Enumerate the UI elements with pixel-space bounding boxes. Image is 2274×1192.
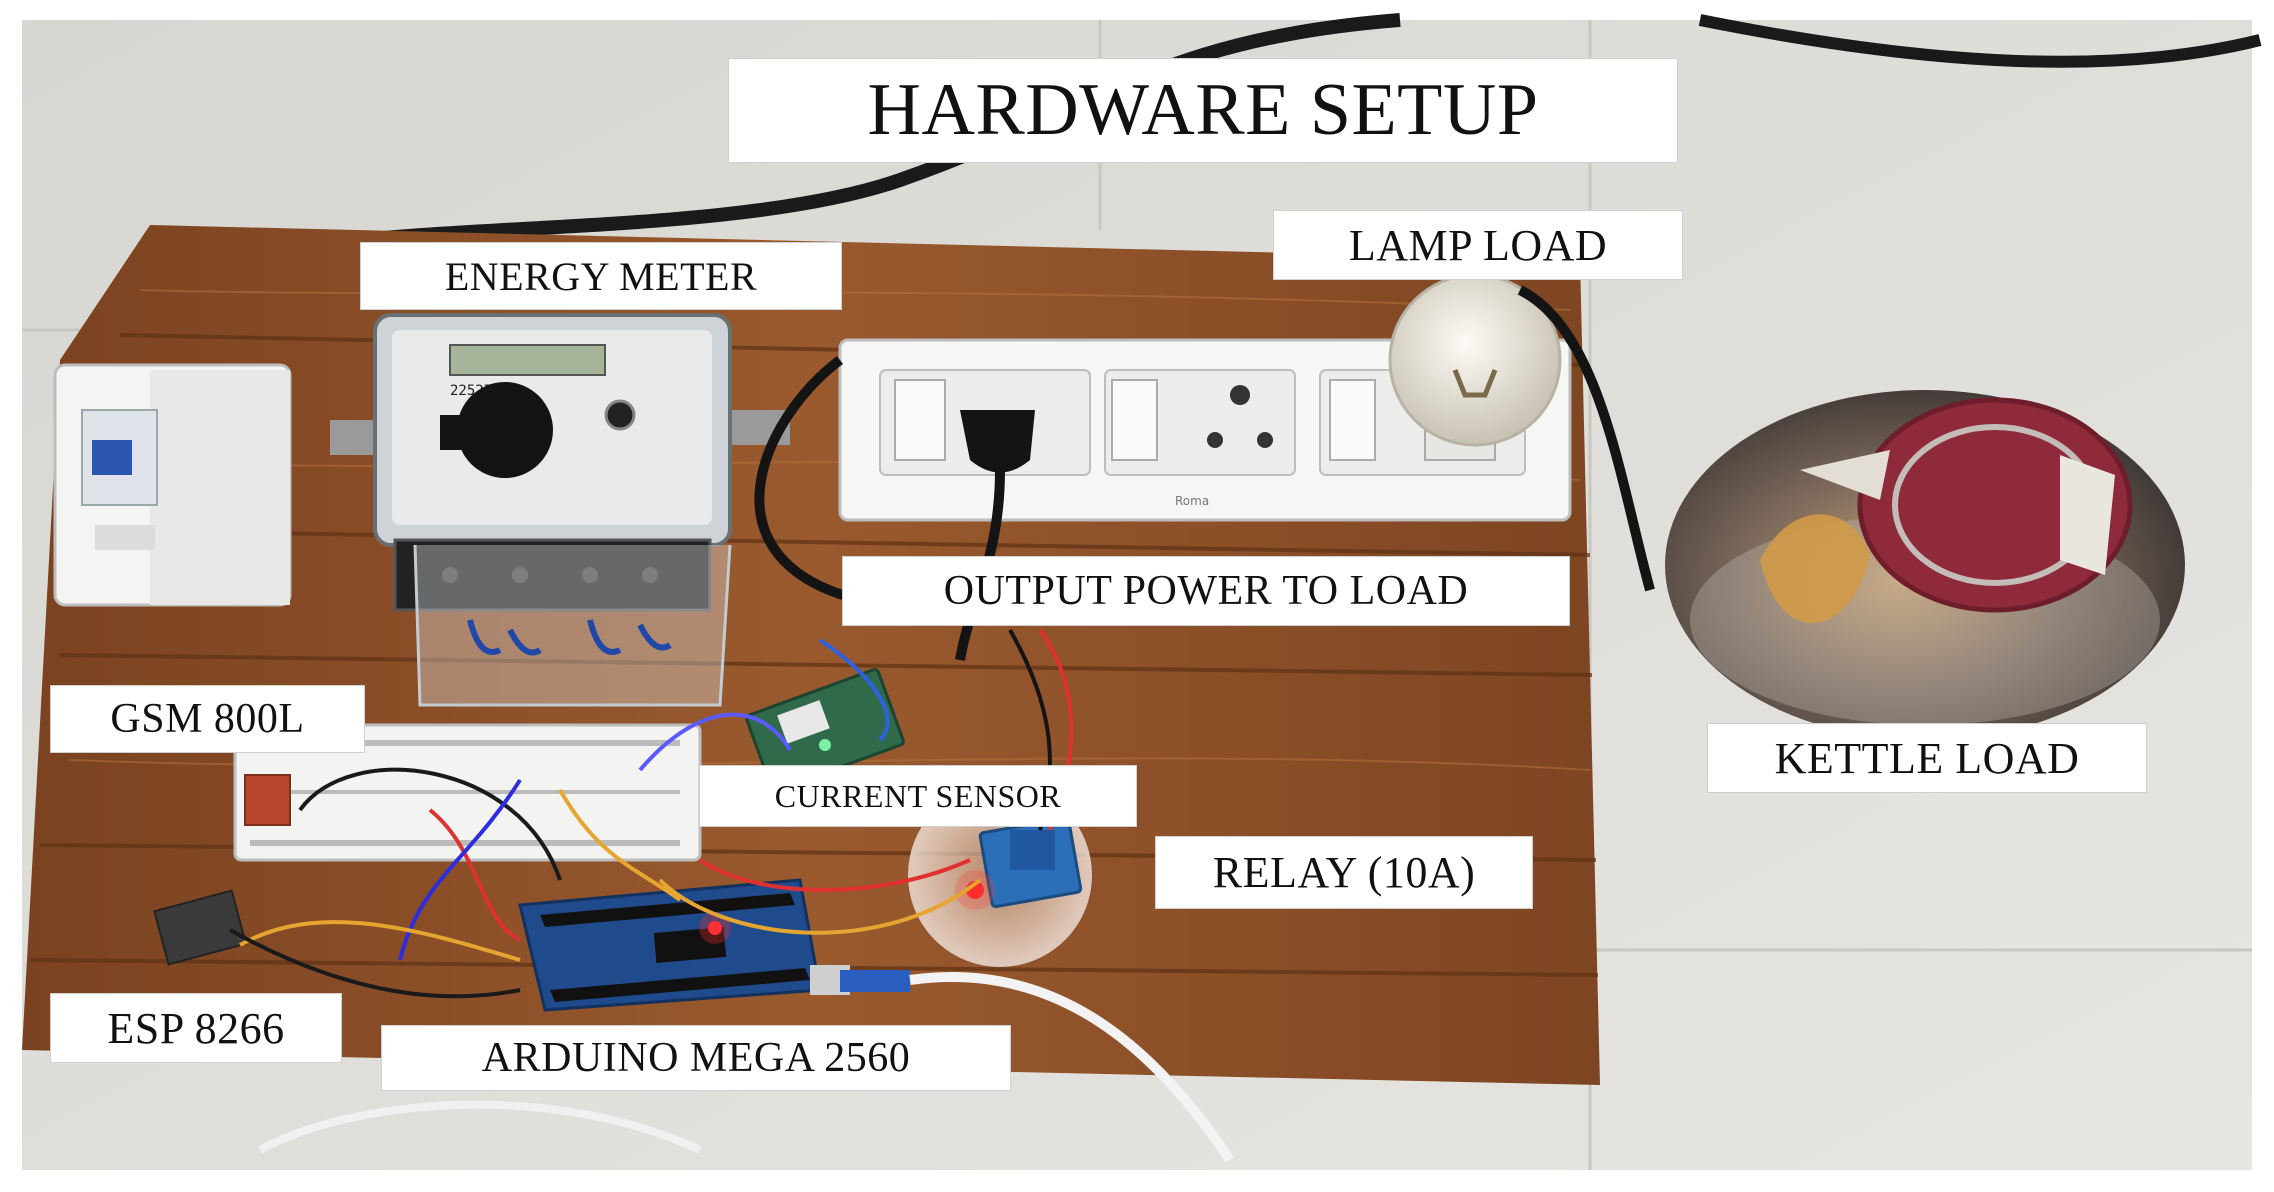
lamp-bulb (1388, 273, 1562, 461)
kettle-load-label: KETTLE LOAD (1707, 723, 2147, 793)
output-power-label: OUTPUT POWER TO LOAD (842, 556, 1570, 626)
kettle (1665, 390, 2185, 740)
switchboard-brand: Roma (1175, 494, 1209, 508)
circuit-breaker (53, 363, 292, 607)
title-label: HARDWARE SETUP (728, 58, 1678, 163)
esp-module (153, 889, 248, 966)
relay-label: RELAY (10A) (1155, 836, 1533, 909)
arduino-label: ARDUINO MEGA 2560 (381, 1025, 1011, 1091)
energy-meter: 22527342 (330, 313, 790, 707)
current-sensor-label: CURRENT SENSOR (699, 765, 1137, 827)
gsm-label: GSM 800L (50, 685, 365, 753)
energy-meter-label: ENERGY METER (360, 242, 842, 310)
arduino-board (518, 878, 1235, 1163)
lamp-load-label: LAMP LOAD (1273, 210, 1683, 280)
esp-label: ESP 8266 (50, 993, 342, 1063)
